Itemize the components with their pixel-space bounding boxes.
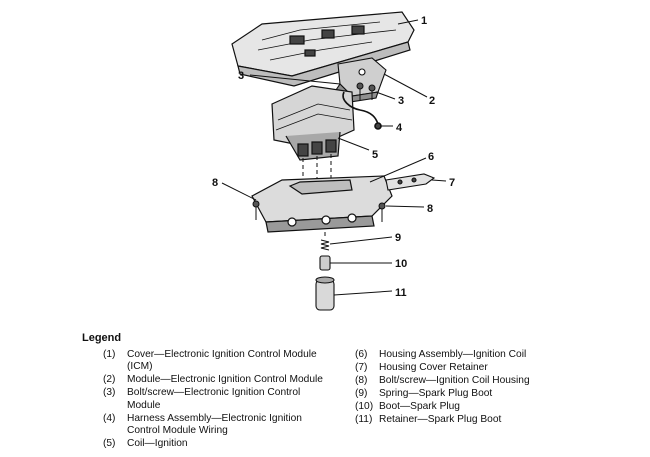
- legend-text: Boot—Spark Plug: [379, 400, 460, 412]
- callout-9: 9: [395, 232, 401, 244]
- legend-entry: (2) Module—Electronic Ignition Control M…: [103, 374, 333, 386]
- legend-entry: (9) Spring—Spark Plug Boot: [355, 388, 605, 400]
- callout-11: 11: [395, 287, 407, 299]
- coil-housing: [251, 175, 393, 233]
- legend-text: Cover—Electronic Ignition Control Module…: [127, 349, 317, 373]
- legend: Legend (1) Cover—Electronic Ignition Con…: [0, 322, 650, 457]
- housing-bolts: [252, 200, 386, 222]
- icm-bolts: [356, 82, 376, 100]
- exploded-view-diagram: 1 2 3 3 4 5 6 7 8 8 9 10 11: [212, 11, 455, 311]
- callout-10: 10: [395, 258, 407, 270]
- leader-lines: [221, 19, 447, 296]
- legend-text: Coil—Ignition: [127, 437, 188, 449]
- legend-entry: (5) Coil—Ignition: [103, 438, 333, 450]
- legend-entry: (1) Cover—Electronic Ignition Control Mo…: [103, 349, 333, 374]
- legend-number: (7): [355, 361, 368, 373]
- legend-entry: (6) Housing Assembly—Ignition Coil: [355, 349, 605, 361]
- callout-3-right: 3: [398, 95, 404, 107]
- legend-column-right: (6) Housing Assembly—Ignition Coil (7) H…: [355, 349, 605, 426]
- legend-entry: (7) Housing Cover Retainer: [355, 362, 605, 374]
- legend-text: Bolt/screw—Electronic Ignition Control M…: [127, 387, 301, 411]
- legend-number: (4): [103, 412, 116, 424]
- icm-harness: [342, 91, 382, 130]
- legend-number: (9): [355, 387, 368, 399]
- legend-number: (10): [355, 400, 374, 412]
- legend-number: (1): [103, 349, 116, 360]
- ignition-coil: [271, 85, 355, 161]
- callout-5: 5: [372, 149, 378, 161]
- legend-number: (3): [103, 387, 116, 399]
- legend-text: Housing Assembly—Ignition Coil: [379, 349, 527, 360]
- legend-text: Module—Electronic Ignition Control Modul…: [127, 374, 323, 386]
- callout-2: 2: [429, 95, 435, 107]
- legend-column-left: (1) Cover—Electronic Ignition Control Mo…: [103, 349, 333, 451]
- housing-cover-retainer: [385, 173, 436, 191]
- callout-6: 6: [428, 151, 434, 163]
- legend-entry: (4) Harness Assembly—Electronic Ignition…: [103, 413, 333, 438]
- callout-4: 4: [396, 122, 403, 134]
- icm-cover: [231, 11, 415, 87]
- legend-entry: (11) Retainer—Spark Plug Boot: [355, 414, 605, 426]
- legend-text: Retainer—Spark Plug Boot: [379, 413, 502, 425]
- spark-plug-boot-retainer: [315, 276, 335, 311]
- legend-entry: (8) Bolt/screw—Ignition Coil Housing: [355, 375, 605, 387]
- legend-number: (2): [103, 374, 116, 386]
- callout-7: 7: [449, 177, 455, 189]
- callout-8-left: 8: [212, 177, 218, 189]
- legend-text: Housing Cover Retainer: [379, 361, 488, 373]
- legend-text: Spring—Spark Plug Boot: [379, 387, 493, 399]
- legend-entry: (3) Bolt/screw—Electronic Ignition Contr…: [103, 387, 333, 412]
- legend-text: Harness Assembly—Electronic Ignition Con…: [127, 412, 302, 436]
- callout-1: 1: [421, 15, 427, 27]
- spark-plug-boot-spring: [320, 239, 330, 251]
- legend-number: (5): [103, 437, 116, 449]
- legend-number: (8): [355, 374, 368, 386]
- legend-title: Legend: [82, 332, 122, 344]
- legend-number: (6): [355, 349, 368, 360]
- spark-plug-boot: [319, 255, 331, 271]
- legend-number: (11): [355, 413, 373, 425]
- legend-entry: (10) Boot—Spark Plug: [355, 401, 605, 413]
- callout-8-right: 8: [427, 203, 433, 215]
- callout-3-left: 3: [238, 70, 244, 82]
- legend-text: Bolt/screw—Ignition Coil Housing: [379, 374, 530, 386]
